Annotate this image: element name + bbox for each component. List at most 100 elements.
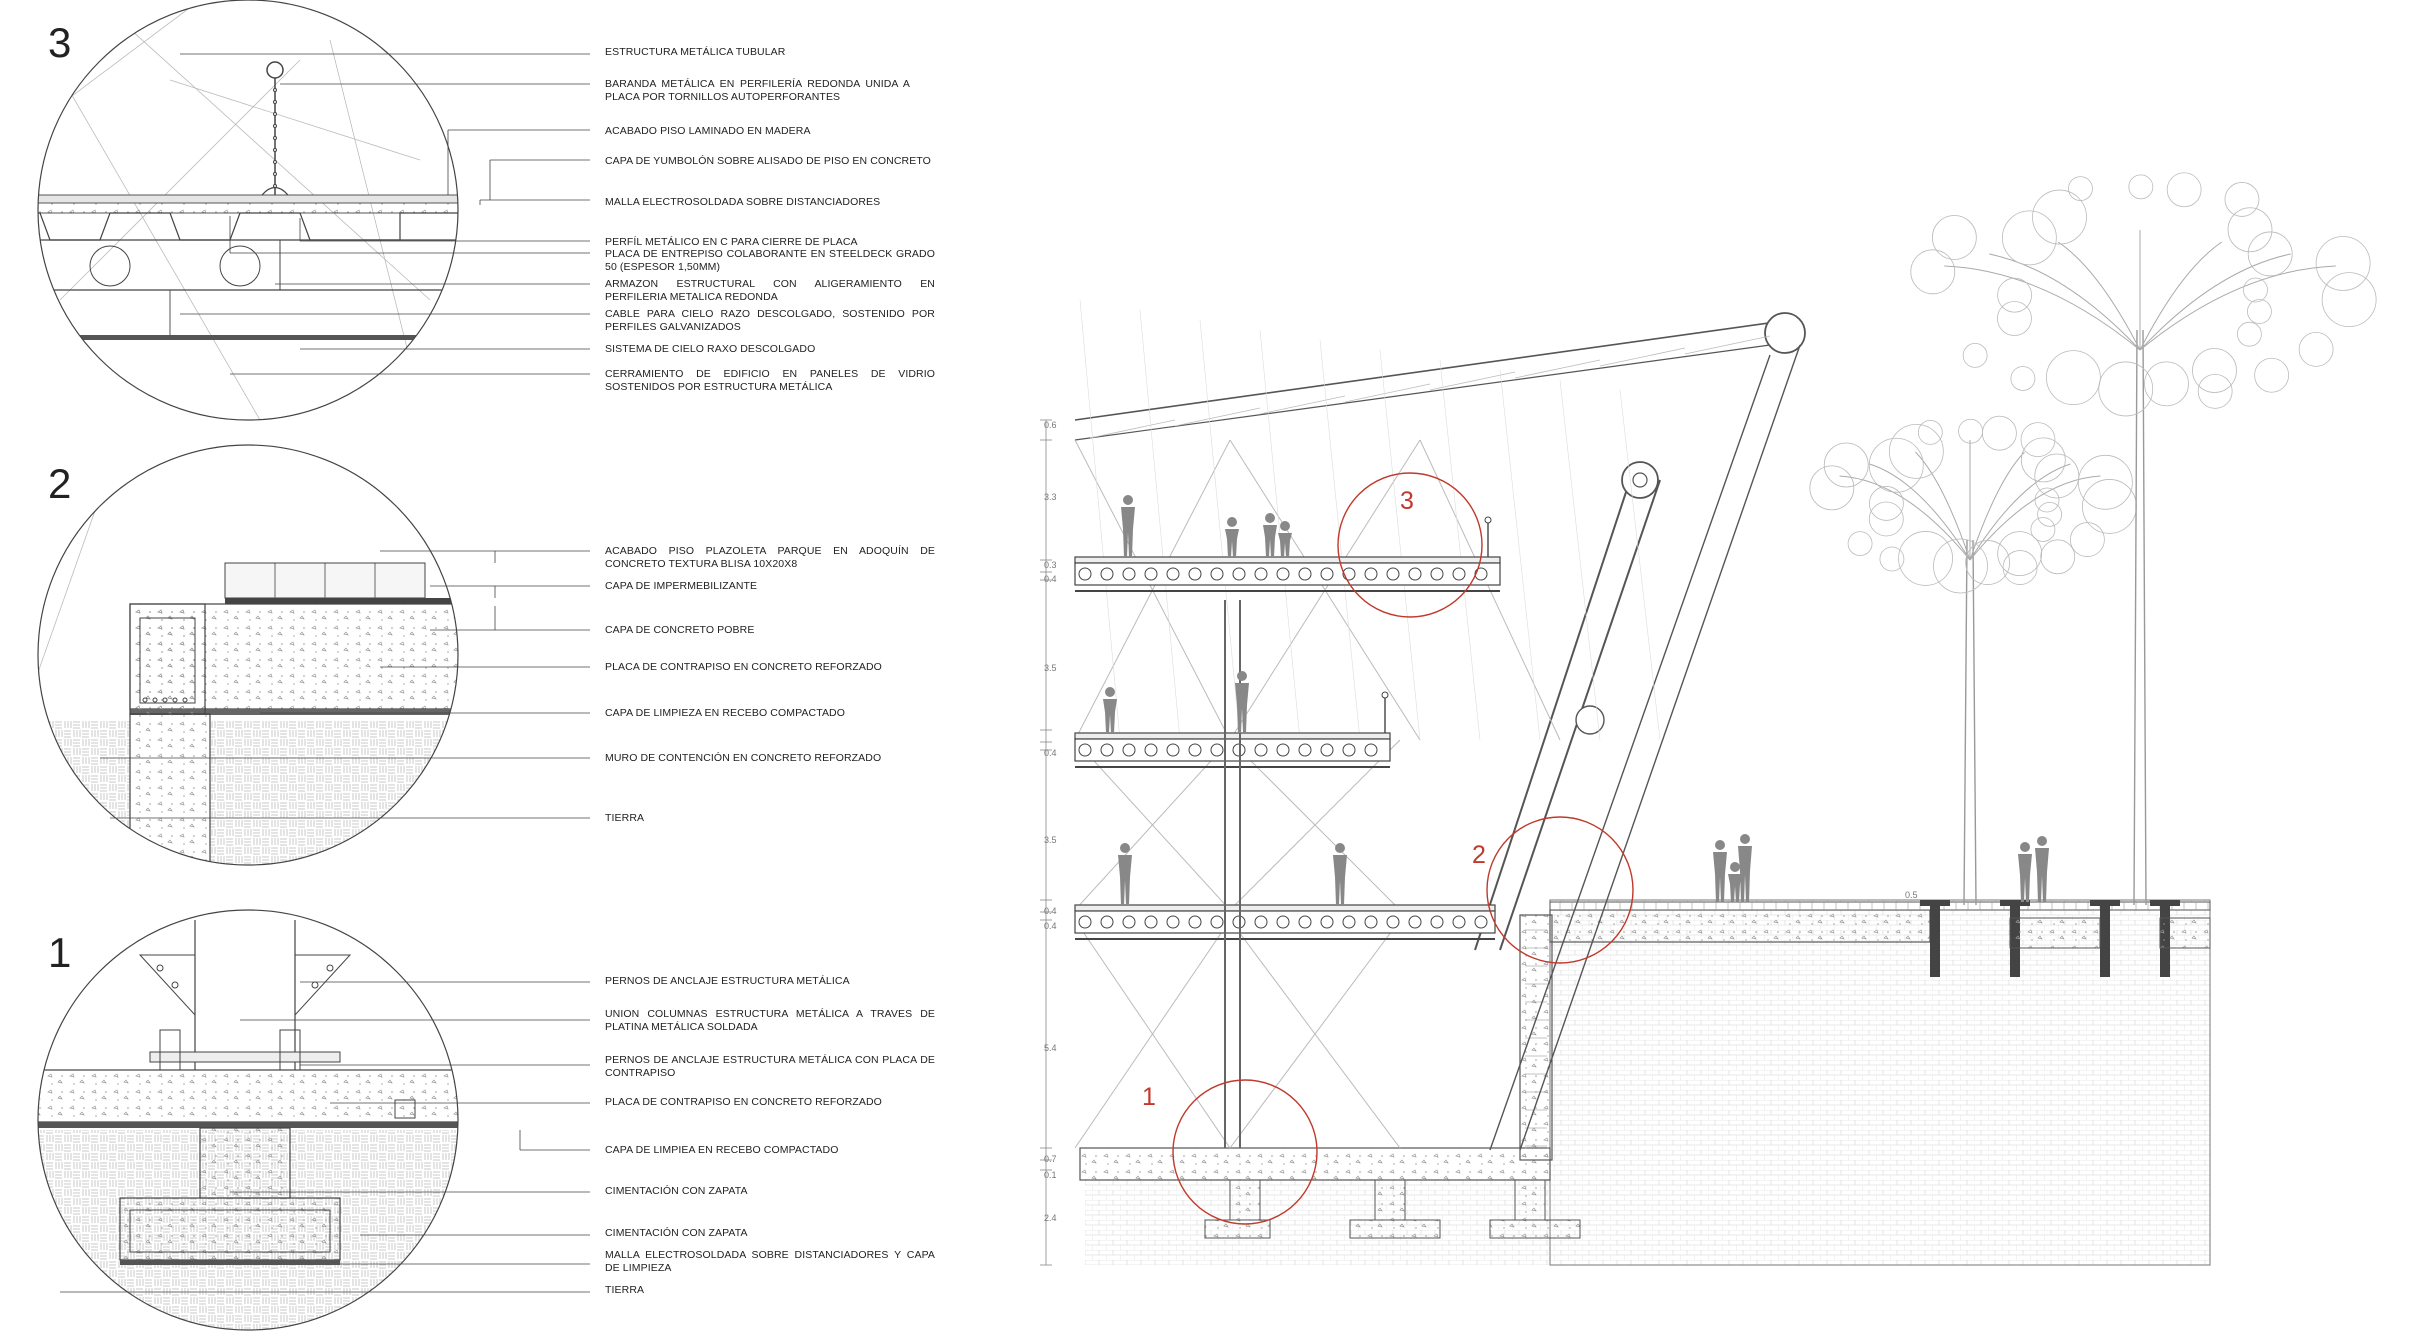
tree-branch — [2057, 241, 2141, 351]
callout-circle-1 — [1172, 1079, 1318, 1225]
floor-3-lightening-hole — [1100, 567, 1114, 581]
roof-chord — [1074, 319, 1791, 421]
detail-3-label: CABLE PARA CIELO RAZO DESCOLGADO, SOSTEN… — [605, 308, 935, 333]
floor-2-lightening-hole — [1320, 743, 1334, 757]
planter-cap — [1920, 900, 1950, 906]
person-body — [1225, 529, 1239, 557]
floor-1-lightening-hole — [1100, 915, 1114, 929]
railing-top — [1381, 691, 1389, 699]
gusset-plate — [138, 954, 196, 1017]
detail-1-circle — [37, 909, 459, 1331]
plaza-slab — [1549, 909, 1931, 943]
floor-2-lightening-hole — [1364, 743, 1378, 757]
tree-foliage — [1982, 415, 2017, 451]
floor-2-lightening-hole — [1100, 743, 1114, 757]
frame-hole — [219, 245, 261, 287]
foundation-slab — [1079, 1147, 1551, 1181]
railing-bolt — [273, 172, 277, 176]
detail-2-number: 2 — [48, 460, 72, 507]
detail-2-label: PLACA DE CONTRAPISO EN CONCRETO REFORZAD… — [605, 661, 882, 673]
facade-bracing — [1074, 919, 1231, 1149]
tree-branch — [1969, 475, 2101, 561]
railing-bolt — [273, 112, 277, 116]
person-head — [1105, 687, 1115, 697]
glass-panel-line — [59, 59, 301, 301]
tree-foliage — [1933, 538, 1988, 594]
person-body — [1103, 699, 1117, 733]
section-callout-2: 2 — [1472, 841, 1486, 869]
ceiling-system — [38, 335, 458, 340]
detail-2-drawing — [38, 445, 458, 865]
tree-foliage — [1965, 540, 2011, 585]
anchor-bolt — [159, 1029, 181, 1071]
person-figure — [1713, 840, 1727, 902]
person-figure — [1738, 834, 1752, 902]
person-body — [2018, 854, 2032, 902]
glass-reflection — [1619, 389, 1661, 741]
tree-foliage — [1958, 418, 1983, 444]
level-dimension: 0.4 — [1044, 921, 1057, 931]
tree-large — [1910, 172, 2377, 906]
tree-foliage — [2082, 479, 2137, 534]
level-dimension: 0.3 — [1044, 560, 1057, 570]
tree-trunk — [1963, 539, 1977, 906]
tree-foliage — [2298, 331, 2334, 367]
person-body — [2035, 848, 2049, 902]
detail-2-label: ACABADO PISO PLAZOLETA PARQUE EN ADOQUÍN… — [605, 545, 935, 570]
tree-foliage — [2227, 207, 2273, 253]
roof-glazing — [1599, 347, 1686, 367]
floor-3-lightening-hole — [1210, 567, 1224, 581]
floor-1-lightening-hole — [1320, 915, 1334, 929]
section-callout-3: 3 — [1400, 487, 1414, 515]
floor-1-lightening-hole — [1276, 915, 1290, 929]
tree-foliage — [2068, 176, 2093, 202]
ground-mass — [1085, 1180, 1550, 1265]
detail-3-label: ACABADO PISO LAMINADO EN MADERA — [605, 125, 811, 137]
detail-1-label: CIMENTACIÓN CON ZAPATA — [605, 1185, 748, 1197]
waterproofing — [225, 598, 458, 604]
floor-1-lightening-hole — [1408, 915, 1422, 929]
level-dimension: 5.4 — [1044, 1043, 1057, 1053]
detail-1-label: TIERRA — [605, 1284, 645, 1296]
tree-foliage — [1997, 277, 2032, 313]
glass-panel-line — [169, 79, 421, 161]
detail-3-label: SISTEMA DE CIELO RAXO DESCOLGADO — [605, 343, 816, 355]
tree-foliage — [2078, 454, 2133, 510]
person-head — [1237, 671, 1247, 681]
tree-foliage — [1997, 301, 2032, 336]
glass-reflection — [1139, 309, 1181, 741]
cleaning-layer — [130, 709, 458, 715]
glass-panel-line — [38, 0, 201, 151]
roof-glazing — [1174, 407, 1261, 427]
railing-top — [266, 61, 284, 79]
tree-branch — [1944, 265, 2141, 351]
glass-reflection — [1439, 359, 1481, 741]
person-figure — [1278, 521, 1292, 557]
footing-stem — [1514, 1179, 1546, 1221]
roof-glazing — [1684, 335, 1771, 355]
earth-fill — [38, 720, 130, 865]
detail-3-label: PERFÍL METÁLICO EN C PARA CIERRE DE PLAC… — [605, 236, 858, 248]
floor-2-lightening-hole — [1122, 743, 1136, 757]
detail-1-number: 1 — [48, 929, 72, 976]
person-figure — [1103, 687, 1117, 733]
person-body — [1263, 525, 1277, 557]
rebar-cage — [139, 617, 196, 704]
tree-branch — [2139, 241, 2223, 351]
tree-branch — [1915, 451, 1971, 561]
callout-circle-2 — [1486, 816, 1634, 964]
glass-reflection — [1559, 379, 1601, 741]
tree-foliage — [2037, 501, 2063, 527]
tree-branch — [1989, 253, 2141, 351]
floor-3-lightening-hole — [1474, 567, 1488, 581]
floor-1-lightening-hole — [1342, 915, 1356, 929]
tree-foliage — [2243, 277, 2268, 303]
floor-2-lightening-hole — [1254, 743, 1268, 757]
tree-foliage — [1931, 215, 1977, 260]
floor-3-lightening-hole — [1188, 567, 1202, 581]
footing-rebar — [129, 1209, 331, 1253]
floor-1-lightening-hole — [1188, 915, 1202, 929]
tree-foliage — [2002, 550, 2038, 585]
detail-3-label: ARMAZON ESTRUCTURAL CON ALIGERAMIENTO EN… — [605, 278, 935, 303]
person-body — [1728, 874, 1742, 902]
